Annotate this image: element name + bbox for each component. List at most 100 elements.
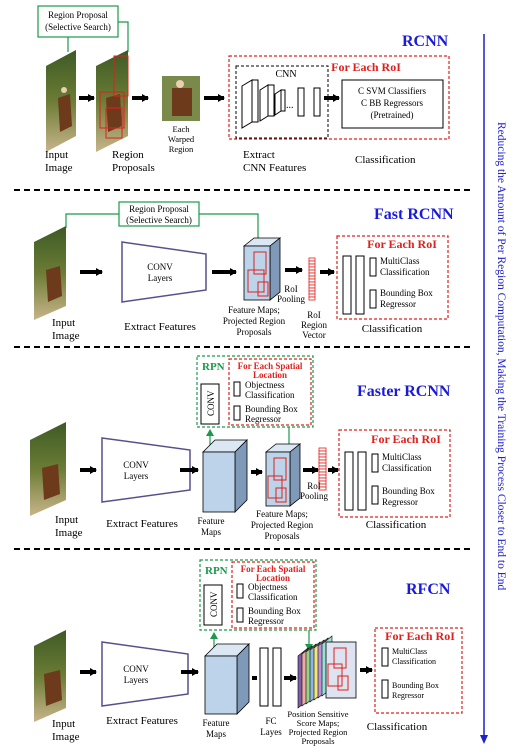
faster-rpn-bbox-2: Regressor <box>245 414 281 424</box>
rfcn-classification-label: Classification <box>367 721 428 733</box>
fast-bbox-1: Bounding Box <box>380 288 433 298</box>
rfcn-section: RFCN RPN CONV For Each Spatial Location … <box>34 559 463 746</box>
rcnn-warped-label-1: Each <box>173 124 191 134</box>
rfcn-score-label-3: Projected Region <box>289 727 349 737</box>
fast-proposal-connector-left <box>65 213 119 228</box>
faster-roi-vector <box>318 447 327 491</box>
rcnn-cnn-dashed-box <box>235 65 329 139</box>
rfcn-input-image <box>34 630 66 722</box>
faster-conv-label-1: CONV <box>123 460 149 470</box>
rfcn-roi-dashed-box <box>374 627 463 714</box>
rcnn-classifier-box <box>341 79 444 129</box>
fast-input-image <box>34 226 66 320</box>
rfcn-feature-label-1: Feature <box>203 718 230 728</box>
faster-roi-pooling-2: Pooling <box>300 491 329 501</box>
rfcn-multiclass-1: MultiClass <box>392 647 427 656</box>
rfcn-conv-layers <box>101 641 189 707</box>
roi-vector-cell <box>318 468 327 473</box>
faster-rpn-box <box>196 355 314 428</box>
training-direction-arrow <box>480 34 488 744</box>
rfcn-score-label-1: Position Sensitive <box>287 709 348 719</box>
faster-roi-pooling-1: RoI <box>307 481 321 491</box>
rcnn-region-proposals-image <box>96 50 129 152</box>
rfcn-score-label-2: Score Maps; <box>297 718 340 728</box>
fast-proposal-connector-right <box>199 213 259 238</box>
roi-vector-cell <box>308 269 316 274</box>
projected-proposal-box <box>327 663 343 687</box>
rfcn-fc-label-2: Layes <box>260 727 282 737</box>
faster-rpn-bbox-1: Bounding Box <box>245 404 298 414</box>
faster-objectness-2: Classification <box>245 390 295 400</box>
rfcn-rpn-label: RPN <box>205 565 228 577</box>
fast-roi-vector <box>308 257 316 301</box>
rcnn-proposals-label-2: Proposals <box>112 162 155 174</box>
fast-feature-label-1: Feature Maps; <box>228 305 280 315</box>
faster-rpn-conv: CONV <box>206 390 216 416</box>
roi-vector-cell <box>308 290 316 295</box>
roi-vector-cell <box>318 447 327 452</box>
rfcn-spatial-2: Location <box>256 573 290 583</box>
rcnn-classifier-line1: C SVM Classifiers <box>358 86 427 96</box>
rcnn-input-label-2: Image <box>45 162 73 174</box>
rfcn-spatial-1: For Each Spatial <box>241 564 306 574</box>
roi-vector-cell <box>308 284 316 289</box>
faster-rcnn-section: Faster RCNN RPN CONV For Each Spatial Lo… <box>30 355 451 541</box>
fast-multiclass-2: Classification <box>380 267 430 277</box>
rfcn-fc-label-1: FC <box>265 716 276 726</box>
faster-rpn-conv-box <box>200 383 220 425</box>
roi-vector-cell <box>308 278 316 283</box>
rfcn-for-each-roi: For Each RoI <box>385 629 455 643</box>
roi-vector-cell <box>308 260 316 265</box>
fast-rcnn-section: Fast RCNN Region Proposal (Selective Sea… <box>34 201 454 342</box>
score-map-front <box>325 641 357 699</box>
fast-fc-layers <box>342 255 365 315</box>
rcnn-classification-label: Classification <box>355 154 416 166</box>
fast-roi-vector-label-1: RoI <box>307 310 321 320</box>
fast-conv-label-1: CONV <box>147 262 173 272</box>
roi-vector-cell <box>318 474 327 479</box>
fast-bbox-2: Regressor <box>380 299 416 309</box>
rfcn-multiclass-2: Classification <box>392 657 436 666</box>
rcnn-classifier-line3: (Pretrained) <box>371 110 414 120</box>
faster-extract-label: Extract Features <box>106 518 178 530</box>
faster-rpn-label: RPN <box>202 361 225 373</box>
rcnn-warped-label-3: Region <box>169 144 194 154</box>
rcnn-cnn-label: CNN <box>275 69 296 80</box>
faster-rcnn-title: Faster RCNN <box>357 383 451 400</box>
faster-feature-label-1: Feature <box>198 516 225 526</box>
rcnn-for-each-roi: For Each RoI <box>331 60 401 74</box>
faster-conv-label-2: Layers <box>124 471 149 481</box>
rfcn-input-label-2: Image <box>52 731 80 743</box>
fast-roi-pooling-2: Pooling <box>277 294 306 304</box>
rcnn-input-label-1: Input <box>45 149 68 161</box>
rfcn-rpn-box <box>199 559 317 631</box>
fast-for-each-roi: For Each RoI <box>367 237 437 251</box>
fast-roi-vector-label-3: Vector <box>302 330 326 340</box>
fast-multiclass-1: MultiClass <box>380 256 420 266</box>
faster-projected-2: Projected Region <box>251 520 314 530</box>
roi-vector-cell <box>318 471 327 476</box>
roi-vector-cell <box>318 456 327 461</box>
faster-input-label-2: Image <box>55 527 83 539</box>
fast-classification-label: Classification <box>362 323 423 335</box>
roi-vector-cell <box>308 281 316 286</box>
rfcn-fc-layers <box>259 647 282 707</box>
faster-spatial-2: Location <box>253 370 287 380</box>
section-dividers <box>14 189 472 550</box>
roi-vector-cell <box>308 287 316 292</box>
faster-classification-label: Classification <box>366 519 427 531</box>
faster-projected-map <box>264 443 302 507</box>
rcnn-title: RCNN <box>402 33 449 50</box>
faster-conv-layers <box>101 437 191 503</box>
rfcn-rpn-conv-box <box>203 584 223 626</box>
svg-text:...: ... <box>286 100 294 111</box>
rfcn-objectness-1: Objectness <box>248 582 288 592</box>
fast-feature-label-3: Proposals <box>236 327 272 337</box>
rfcn-rpn-bbox-2: Regressor <box>248 616 284 626</box>
rfcn-conv-label-1: CONV <box>123 664 149 674</box>
rcnn-proposals-label-1: Region <box>112 149 144 161</box>
fast-conv-layers <box>121 241 207 303</box>
fast-multiclass-node <box>369 257 377 277</box>
fast-extract-label: Extract Features <box>124 321 196 333</box>
fast-input-label-1: Input <box>52 317 75 329</box>
